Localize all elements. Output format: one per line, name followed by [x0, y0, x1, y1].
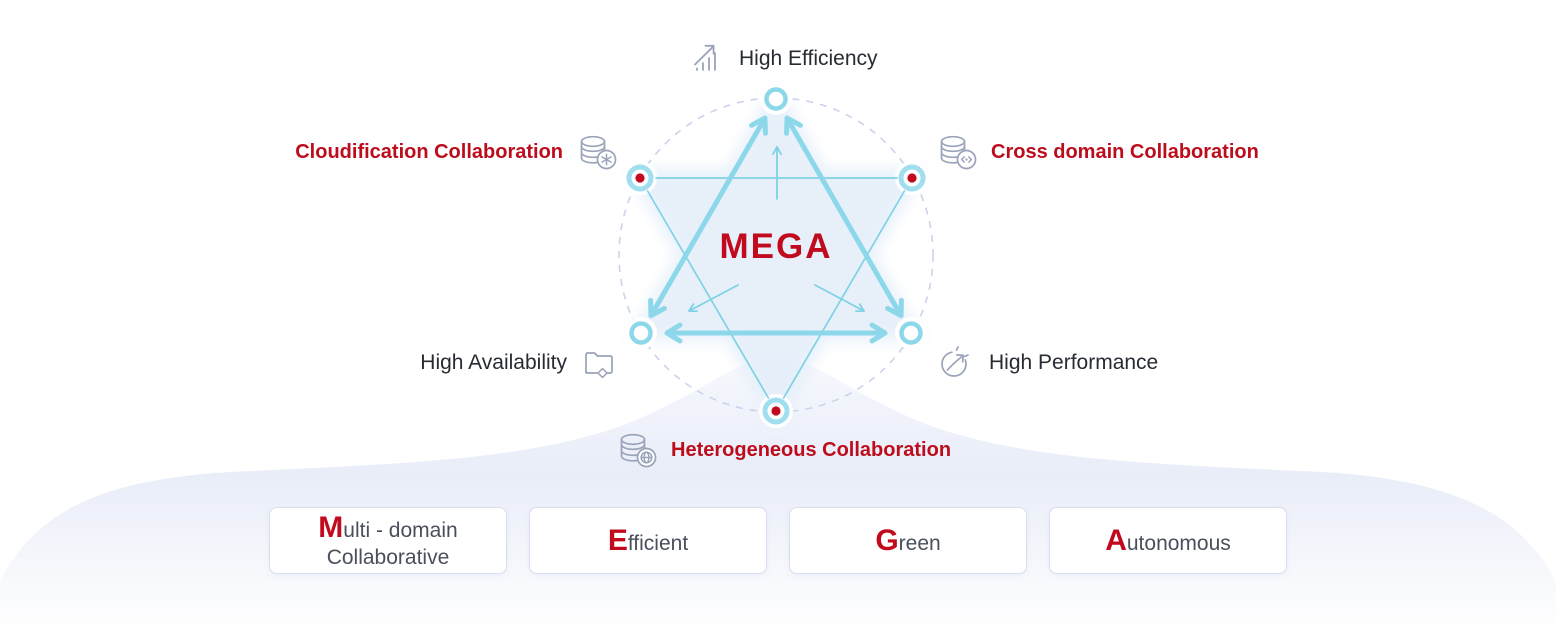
- card-text: ulti - domain: [343, 519, 458, 543]
- card-autonomous: Autonomous: [1049, 507, 1287, 574]
- vertex-label-cloudification: Cloudification Collaboration: [295, 133, 618, 171]
- thick-triangle-arrows: [648, 115, 904, 344]
- vertex-label-cross-domain: Cross domain Collaboration: [936, 133, 1259, 171]
- database-snowflake-icon: [580, 135, 617, 170]
- vertex-label-text: Cross domain Collaboration: [991, 140, 1259, 163]
- ring-nodes: [629, 87, 923, 345]
- database-code-icon: [940, 135, 977, 170]
- folder-diamond-icon: [585, 352, 613, 379]
- card-text: utonomous: [1126, 531, 1231, 555]
- vertex-label-text: Cloudification Collaboration: [295, 140, 563, 163]
- vertex-label-text: Heterogeneous Collaboration: [671, 438, 952, 461]
- card-initial: G: [875, 523, 899, 557]
- bar-chart-rise-icon: [694, 44, 716, 71]
- vertex-label-high-availability: High Availability: [420, 344, 620, 382]
- vertex-label-text: High Performance: [989, 351, 1159, 374]
- vertex-label-high-performance: High Performance: [936, 344, 1158, 382]
- vertex-label-text: High Efficiency: [739, 47, 878, 70]
- mega-acronym-cards: Multi - domain Collaborative Efficient G…: [0, 507, 1556, 574]
- dashed-circle: [618, 97, 934, 413]
- card-efficient: Efficient: [529, 507, 767, 574]
- center-title: MEGA: [719, 227, 833, 266]
- node-lower-left: [629, 321, 653, 345]
- vertex-label-high-efficiency: High Efficiency: [688, 40, 878, 78]
- database-globe-icon: [620, 433, 657, 468]
- gauge-arrow-icon: [941, 346, 969, 377]
- vertex-label-heterogeneous: Heterogeneous Collaboration: [616, 430, 951, 470]
- card-multi-domain-collaborative: Multi - domain Collaborative: [269, 507, 507, 574]
- vertex-label-text: High Availability: [420, 351, 567, 374]
- node-top: [764, 87, 788, 111]
- card-text-line2: Collaborative: [326, 545, 450, 569]
- card-text: reen: [898, 531, 941, 555]
- card-text: fficient: [627, 531, 689, 555]
- card-green: Green: [789, 507, 1027, 574]
- node-lower-right: [899, 321, 923, 345]
- card-initial: E: [607, 523, 628, 557]
- red-dot-nodes: [626, 164, 926, 425]
- card-initial: A: [1105, 523, 1127, 557]
- card-initial: M: [318, 511, 344, 545]
